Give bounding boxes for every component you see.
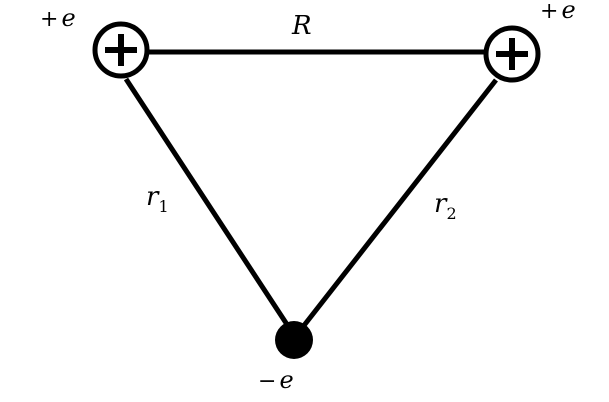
positive-charge-right (483, 25, 541, 83)
label-distance-R: R (291, 11, 312, 41)
side-r2 (300, 78, 498, 330)
label-right-charge: +e (540, 0, 576, 24)
label-left-charge: +e (40, 4, 76, 32)
label-bottom-charge: −e (258, 366, 294, 394)
positive-charge-left (92, 21, 150, 79)
label-distance-r2: r2 (434, 189, 457, 223)
side-r1 (123, 77, 291, 328)
label-distance-r1: r1 (146, 182, 169, 216)
negative-charge-bottom (275, 321, 313, 359)
